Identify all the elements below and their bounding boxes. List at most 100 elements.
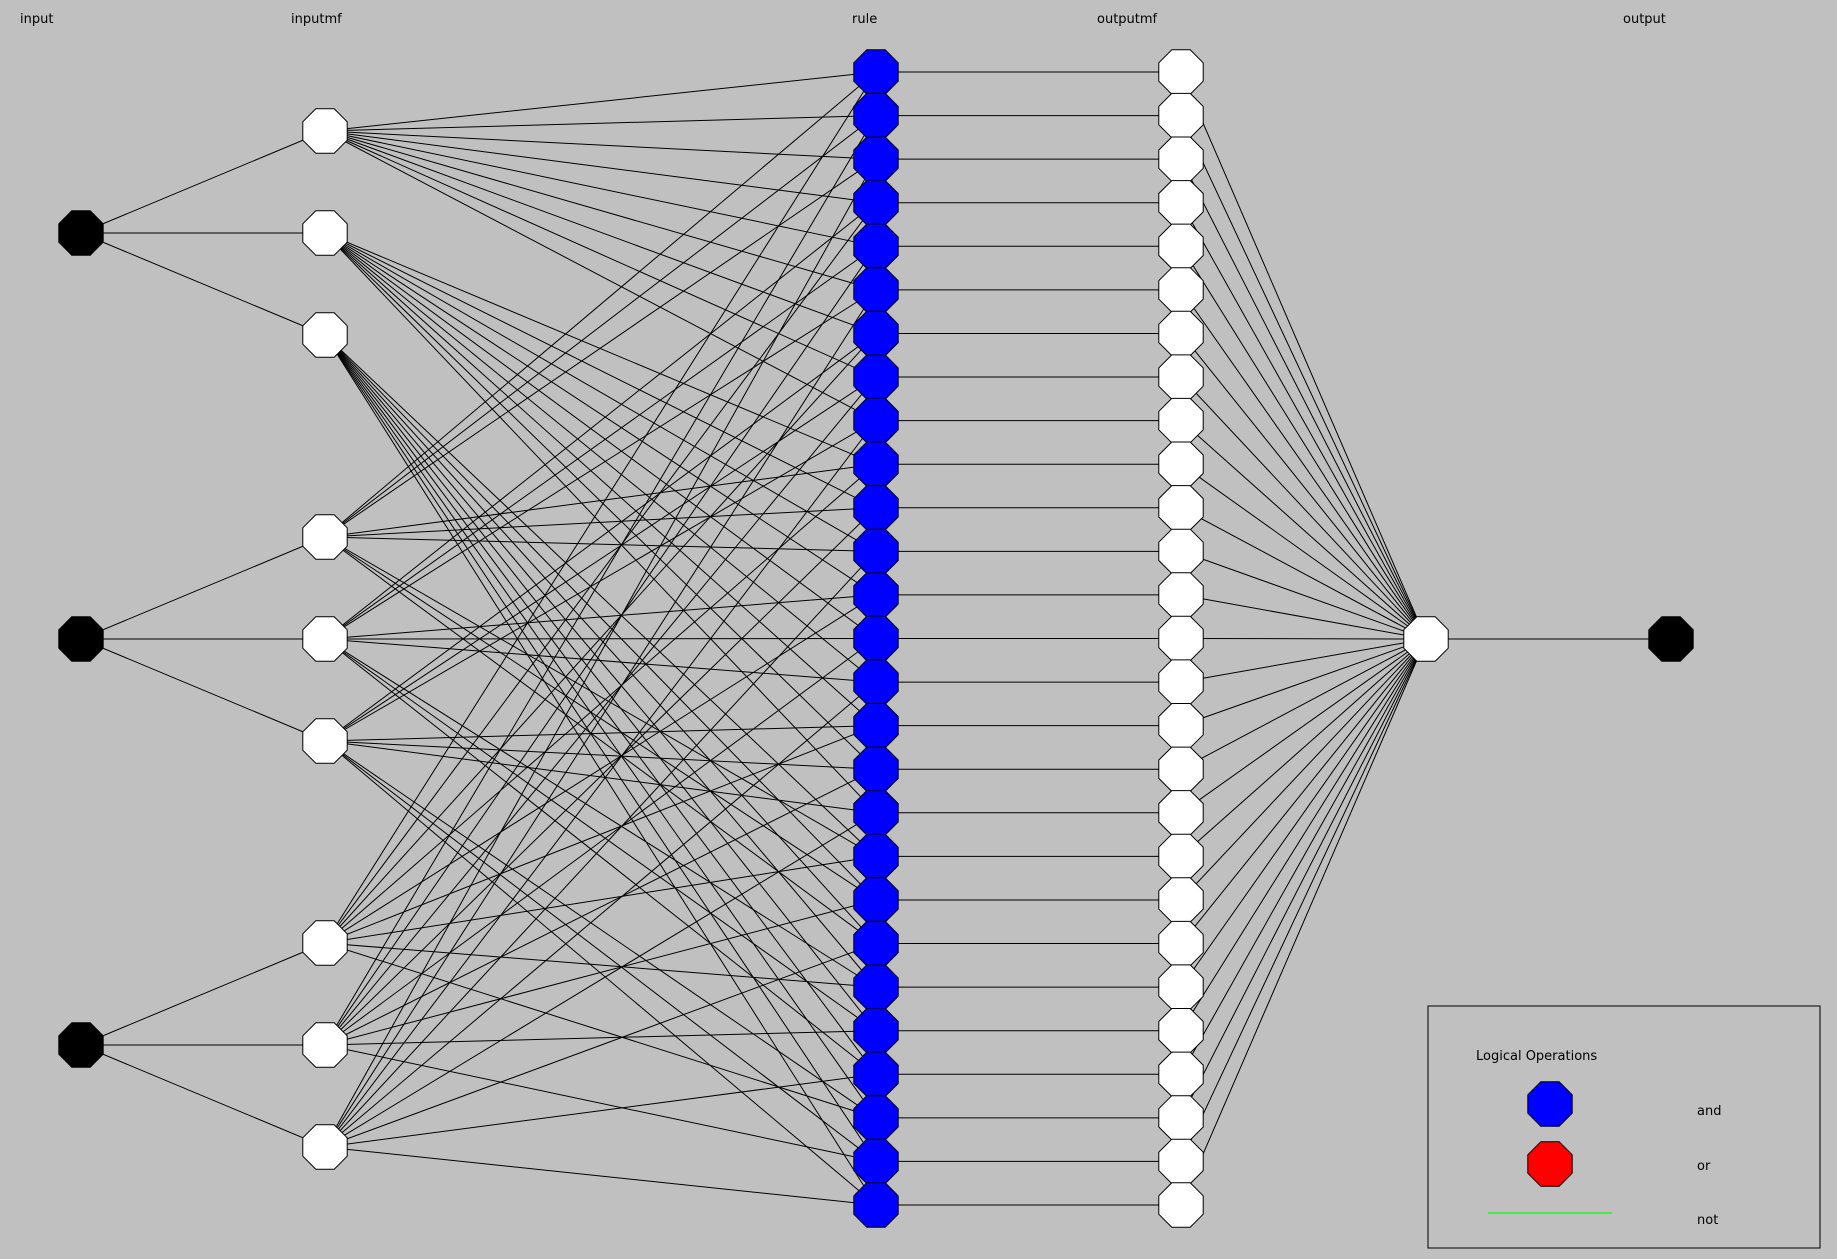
outputmf-node <box>1158 267 1204 313</box>
edge-outputmf-to-output <box>1180 638 1427 988</box>
output-node <box>1648 616 1694 662</box>
edge-mf-to-rule <box>324 246 877 1046</box>
edge-mf-to-rule <box>324 130 877 378</box>
outputmf-node <box>1158 441 1204 487</box>
rule-node <box>853 267 899 313</box>
edge-mf-to-rule <box>324 115 877 132</box>
outputmf-node <box>1158 1182 1204 1228</box>
legend-or-label: or <box>1697 1159 1711 1174</box>
edge-input-to-mf <box>80 232 326 336</box>
edge-mf-to-rule <box>324 1146 877 1206</box>
edge-mf-to-rule <box>324 334 877 1075</box>
edge-outputmf-to-output <box>1180 638 1427 1162</box>
header-output: output <box>1623 12 1666 27</box>
edge-outputmf-to-output <box>1180 115 1427 640</box>
edge-mf-to-rule <box>324 681 877 1148</box>
inputmf-node <box>302 718 348 764</box>
edge-mf-to-rule <box>324 551 877 1148</box>
rule-node <box>853 615 899 662</box>
edge-mf-to-rule <box>324 202 877 944</box>
header-inputmf: inputmf <box>291 12 342 27</box>
rule-node <box>853 746 899 792</box>
edge-outputmf-to-output <box>1180 463 1427 640</box>
inputmf-node <box>302 108 348 154</box>
column-headers: input inputmf rule outputmf output <box>20 12 1666 27</box>
edge-mf-to-rule <box>324 420 877 1148</box>
outputmf-node <box>1158 659 1204 705</box>
output-aggregate-node <box>1403 616 1449 662</box>
edge-mf-to-rule <box>324 420 877 742</box>
edge-mf-to-rule <box>324 376 877 1046</box>
edge-mf-to-rule <box>324 536 877 944</box>
edge-mf-to-rule <box>324 740 877 1206</box>
legend: Logical Operations and or not <box>1427 1005 1821 1249</box>
edge-mf-to-rule <box>324 1044 877 1162</box>
outputmf-node <box>1158 354 1204 400</box>
edge-outputmf-to-output <box>1180 638 1427 1031</box>
rule-node <box>853 485 899 531</box>
edge-mf-to-rule <box>324 638 877 988</box>
edge-outputmf-to-output <box>1180 507 1427 640</box>
edge-mf-to-rule <box>324 130 877 422</box>
edge-input-to-mf <box>80 536 326 640</box>
edge-mf-to-rule <box>324 232 877 639</box>
rule-node <box>853 223 899 269</box>
edge-mf-to-rule <box>324 507 877 1046</box>
outputmf-node <box>1158 833 1204 880</box>
edge-outputmf-to-output <box>1180 289 1427 640</box>
input-node <box>58 616 104 662</box>
rule-node <box>853 1095 899 1141</box>
edge-input-to-mf <box>80 942 326 1046</box>
edge-mf-to-rule <box>324 130 877 291</box>
edge-mf-to-rule <box>324 855 877 944</box>
outputmf-node <box>1158 310 1204 357</box>
edge-mf-to-rule <box>324 334 877 1119</box>
rule-node <box>853 703 899 749</box>
rule-node <box>853 659 899 705</box>
edge-mf-to-rule <box>324 812 877 1148</box>
edge-mf-to-rule <box>324 130 877 247</box>
outputmf-node <box>1158 180 1204 226</box>
rule-node <box>853 441 899 487</box>
edge-mf-to-rule <box>324 740 877 1119</box>
inputmf-node <box>302 210 348 256</box>
legend-box <box>1427 1005 1821 1249</box>
edge-mf-to-rule <box>324 536 877 901</box>
rule-node <box>853 310 899 357</box>
edge-mf-to-rule <box>324 245 877 640</box>
edge-outputmf-to-output <box>1180 246 1427 640</box>
outputmf-node <box>1158 92 1204 139</box>
edge-mf-to-rule <box>324 71 877 132</box>
edge-layer <box>80 71 1671 1206</box>
outputmf-node <box>1158 703 1204 749</box>
edge-mf-to-rule <box>324 232 877 814</box>
edge-mf-to-rule <box>324 725 877 742</box>
outputmf-node <box>1158 790 1204 836</box>
edge-outputmf-to-output <box>1180 638 1427 1119</box>
edge-input-to-mf <box>80 130 326 234</box>
edge-input-to-mf <box>80 1044 326 1148</box>
outputmf-node <box>1158 49 1204 95</box>
outputmf-node <box>1158 615 1204 662</box>
edge-outputmf-to-output <box>1180 550 1427 640</box>
inputmf-node <box>302 1124 348 1170</box>
outputmf-node <box>1158 877 1204 923</box>
header-rule: rule <box>852 12 877 27</box>
edge-outputmf-to-output <box>1180 638 1427 1075</box>
outputmf-node <box>1158 223 1204 269</box>
edge-mf-to-rule <box>324 232 877 509</box>
edge-mf-to-rule <box>324 130 877 334</box>
node-layer <box>58 49 1694 1228</box>
rule-node <box>853 1008 899 1054</box>
legend-and-node <box>1527 1081 1573 1127</box>
inputmf-node <box>302 312 348 358</box>
edge-mf-to-rule <box>324 942 877 1119</box>
rule-node <box>853 833 899 880</box>
rule-node <box>853 920 899 967</box>
edge-mf-to-rule <box>324 232 877 552</box>
edge-mf-to-rule <box>324 289 877 640</box>
edge-mf-to-rule <box>324 638 877 1032</box>
edge-mf-to-rule <box>324 334 877 1162</box>
edge-mf-to-rule <box>324 740 877 1162</box>
